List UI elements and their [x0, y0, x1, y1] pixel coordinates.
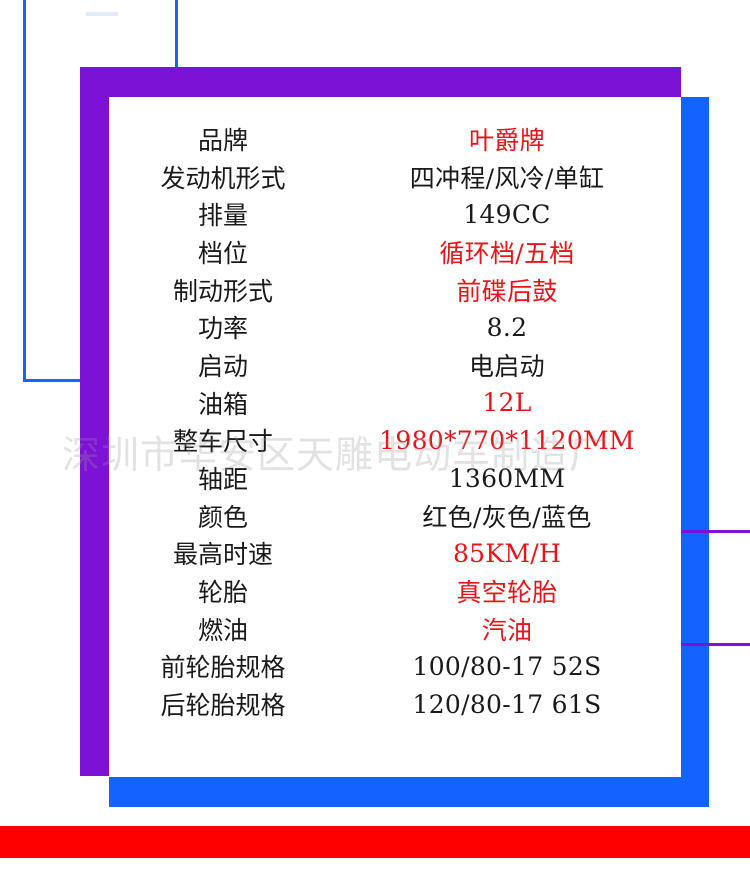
spec-row: 整车尺寸 1980*770*1120MM: [109, 422, 681, 460]
spec-label: 油箱: [197, 389, 248, 419]
decorative-line-vertical-top: [175, 0, 178, 98]
spec-row: 前轮胎规格 100/80-17 52S: [109, 648, 681, 686]
spec-value: 120/80-17 61S: [412, 689, 602, 719]
spec-value: 真空轮胎: [456, 578, 558, 608]
spec-row: 制动形式 前碟后鼓: [109, 271, 681, 309]
spec-label: 后轮胎规格: [160, 691, 286, 721]
decorative-line-vertical-left: [23, 0, 26, 382]
watermark: 深圳市华安区天雕电动车制造厂: [62, 433, 609, 477]
red-footer-bar: [0, 826, 750, 858]
spec-value: 1360MM: [448, 463, 566, 493]
spec-value: 叶爵牌: [469, 125, 545, 155]
spec-label: 整车尺寸: [172, 427, 273, 457]
spec-row: 品牌 叶爵牌: [109, 120, 681, 158]
decorative-dash: [86, 12, 118, 16]
spec-label: 品牌: [197, 125, 248, 155]
spec-row: 轴距 1360MM: [109, 459, 681, 497]
spec-row: 油箱 12L: [109, 384, 681, 422]
spec-table: 品牌 叶爵牌发动机形式 四冲程/风冷/单缸排量 149CC 档位 循环档/五档制动形式 前碟…: [109, 120, 681, 723]
spec-value: 12L: [482, 388, 532, 418]
spec-row: 后轮胎规格 120/80-17 61S: [109, 685, 681, 723]
spec-row: 排量 149CC: [109, 195, 681, 233]
spec-value: 149CC: [463, 199, 551, 229]
spec-row: 燃油 汽油: [109, 610, 681, 648]
accent-line-1: [681, 530, 750, 533]
spec-value: 前碟后鼓: [456, 276, 558, 306]
spec-value: 8.2: [486, 312, 528, 342]
spec-label: 前轮胎规格: [160, 653, 286, 683]
spec-value: 红色/灰色/蓝色: [422, 502, 592, 532]
spec-row: 颜色 红色/灰色/蓝色: [109, 497, 681, 535]
spec-label: 轮胎: [197, 578, 248, 608]
spec-row: 轮胎 真空轮胎: [109, 572, 681, 610]
spec-row: 功率 8.2: [109, 308, 681, 346]
spec-value: 循环档/五档: [439, 238, 575, 268]
spec-label: 发动机形式: [160, 163, 286, 193]
accent-line-2: [681, 643, 750, 646]
spec-label: 制动形式: [172, 276, 273, 306]
spec-row: 最高时速 85KM/H: [109, 535, 681, 573]
spec-value: 100/80-17 52S: [412, 651, 602, 681]
spec-label: 颜色: [197, 502, 248, 532]
spec-value: 汽油: [481, 615, 533, 645]
spec-value: 四冲程/风冷/单缸: [409, 163, 605, 193]
spec-label: 排量: [197, 201, 248, 231]
decorative-line-horizontal-left: [23, 379, 109, 382]
spec-row: 档位 循环档/五档: [109, 233, 681, 271]
spec-value: 85KM/H: [452, 538, 562, 568]
spec-card: [109, 97, 681, 777]
spec-row: 启动 电启动: [109, 346, 681, 384]
spec-label: 功率: [197, 314, 248, 344]
spec-label: 启动: [197, 351, 248, 381]
spec-value: 1980*770*1120MM: [379, 425, 635, 455]
spec-label: 最高时速: [172, 540, 273, 570]
spec-label: 燃油: [197, 615, 248, 645]
spec-label: 档位: [197, 238, 248, 268]
spec-row: 发动机形式 四冲程/风冷/单缸: [109, 158, 681, 196]
spec-value: 电启动: [469, 351, 545, 381]
spec-label: 轴距: [197, 465, 248, 495]
